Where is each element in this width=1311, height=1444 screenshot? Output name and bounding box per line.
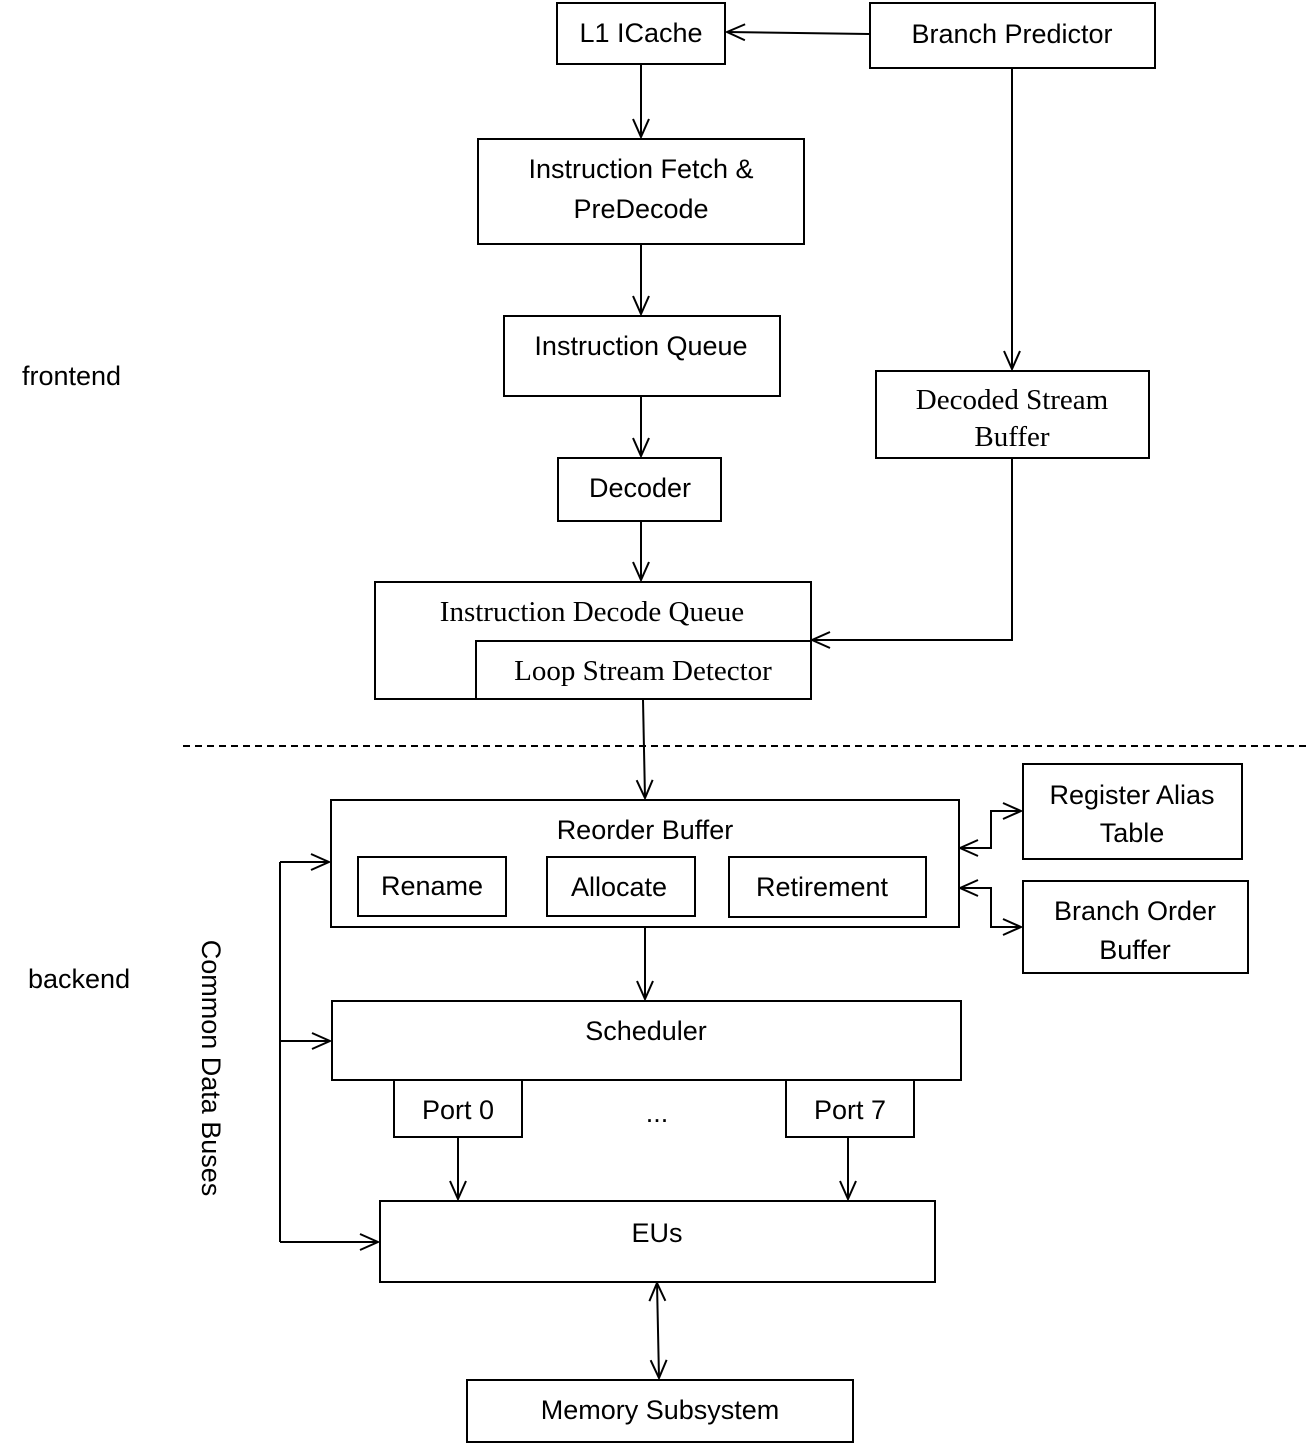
instruction-fetch-block: Instruction Fetch & PreDecode xyxy=(477,138,805,245)
common-data-buses-label: Common Data Buses xyxy=(196,940,226,1197)
allocate-box xyxy=(546,856,696,917)
scheduler-label: Scheduler xyxy=(585,1016,707,1046)
retirement-label: Retirement xyxy=(756,872,889,902)
l1-icache-label: L1 ICache xyxy=(579,18,702,48)
reorder-buffer-block: Reorder Buffer Rename Allocate Retiremen… xyxy=(330,799,960,928)
arrow-rob-bob xyxy=(960,888,1021,927)
port0-label: Port 0 xyxy=(422,1095,494,1125)
dsb-label-line2: Buffer xyxy=(974,421,1050,453)
lsd-label: Loop Stream Detector xyxy=(514,655,772,687)
l1-icache-block: L1 ICache xyxy=(556,2,726,65)
port7-block: Port 7 xyxy=(785,1079,915,1138)
connectors xyxy=(279,32,1021,1378)
fetch-label-line1: Instruction Fetch & xyxy=(528,154,753,184)
rename-label: Rename xyxy=(381,871,483,901)
rat-label-line2: Table xyxy=(1100,818,1165,848)
backend-label: backend xyxy=(28,964,130,994)
memory-subsystem-label: Memory Subsystem xyxy=(541,1395,780,1425)
instruction-queue-block: Instruction Queue xyxy=(503,315,781,397)
decoder-block: Decoder xyxy=(557,457,722,522)
memory-subsystem-block: Memory Subsystem xyxy=(466,1379,854,1443)
retirement-box xyxy=(728,856,927,918)
decoded-stream-buffer-block: Decoded Stream Buffer xyxy=(875,370,1150,459)
port7-label: Port 7 xyxy=(814,1095,886,1125)
instruction-queue-label: Instruction Queue xyxy=(534,331,747,361)
arrow-bp-to-icache xyxy=(727,32,870,34)
instruction-decode-queue-block: Instruction Decode Queue Loop Stream Det… xyxy=(374,581,812,700)
bob-label-line2: Buffer xyxy=(1099,935,1171,965)
eus-label: EUs xyxy=(631,1218,682,1248)
idq-label: Instruction Decode Queue xyxy=(440,596,744,628)
branch-order-buffer-block: Branch Order Buffer xyxy=(1022,880,1249,974)
arrow-lsd-to-rob xyxy=(643,699,645,798)
arrow-rob-rat xyxy=(960,811,1021,848)
port0-block: Port 0 xyxy=(393,1079,523,1138)
loop-stream-detector-box xyxy=(475,640,812,700)
frontend-label: frontend xyxy=(22,361,121,391)
register-alias-table-block: Register Alias Table xyxy=(1022,763,1243,860)
branch-predictor-block: Branch Predictor xyxy=(869,2,1156,69)
ports-ellipsis: ... xyxy=(646,1098,669,1128)
rat-label-line1: Register Alias xyxy=(1049,780,1214,810)
allocate-label: Allocate xyxy=(571,872,667,902)
bob-label-line1: Branch Order xyxy=(1054,896,1216,926)
arrow-eus-memory xyxy=(657,1283,659,1378)
reorder-buffer-label: Reorder Buffer xyxy=(557,815,734,845)
branch-predictor-label: Branch Predictor xyxy=(911,19,1112,49)
decoder-label: Decoder xyxy=(589,473,691,503)
arrow-dsb-to-idq xyxy=(812,458,1013,640)
rename-box xyxy=(357,856,507,917)
fetch-label-line2: PreDecode xyxy=(573,194,708,224)
scheduler-block: Scheduler xyxy=(331,1000,962,1081)
eus-block: EUs xyxy=(379,1200,936,1283)
dsb-label-line1: Decoded Stream xyxy=(916,384,1109,416)
